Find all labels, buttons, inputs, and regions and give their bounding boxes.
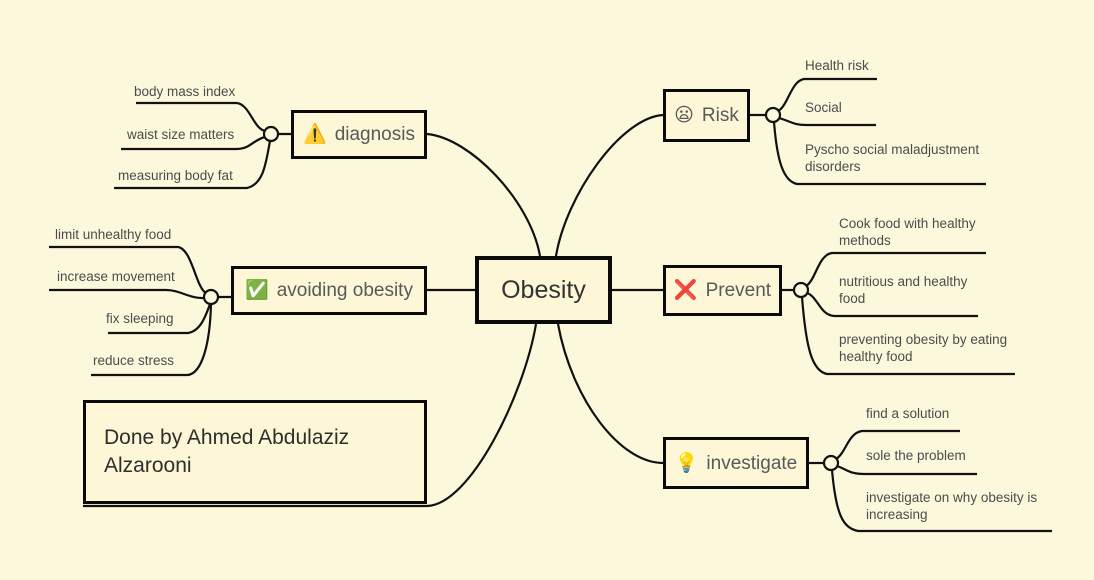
light-bulb-icon: 💡 <box>674 451 699 474</box>
joint-avoiding <box>202 288 220 306</box>
sublabel-investigate-0: find a solution <box>866 406 950 421</box>
edge-center-to-diagnosis <box>426 132 542 257</box>
central-node-label: Obesity <box>501 275 586 304</box>
sublabel-avoiding-1: increase movement <box>57 269 175 284</box>
branch-node-investigate[interactable]: 💡 investigate <box>663 437 809 489</box>
branch-node-prevent-label: Prevent <box>705 280 772 301</box>
sublabel-avoiding-3: reduce stress <box>93 353 175 368</box>
frowning-face-icon: 😦 <box>674 104 694 126</box>
warning-triangle-icon: ⚠️ <box>303 123 327 145</box>
branch-node-investigate-label: investigate <box>706 452 798 474</box>
cross-mark-icon: ❌ <box>673 279 698 301</box>
sublabel-risk-1: Social <box>805 100 842 115</box>
branch-node-diagnosis[interactable]: ⚠️ diagnosis <box>291 110 427 159</box>
branch-node-avoiding-obesity-label: avoiding obesity <box>276 280 413 301</box>
sublabel-prevent-0: Cook food with healthy methods <box>839 216 976 248</box>
branch-node-avoiding-obesity[interactable]: ✅ avoiding obesity <box>231 266 427 315</box>
sublabel-prevent-1: nutritious and healthy food <box>839 274 968 306</box>
sublabel-investigate-1: sole the problem <box>866 448 966 463</box>
edge-avoiding-child-1 <box>49 288 206 300</box>
branch-node-diagnosis-label: diagnosis <box>334 124 415 145</box>
joint-prevent <box>792 281 810 299</box>
edge-risk-child-1 <box>778 116 876 127</box>
sublabel-diagnosis-1: waist size matters <box>127 127 235 142</box>
sublabel-avoiding-0: limit unhealthy food <box>55 227 172 242</box>
sublabel-avoiding-2: fix sleeping <box>106 311 174 326</box>
sublabel-investigate-2: investigate on why obesity is increasing <box>866 490 1038 522</box>
sublabel-diagnosis-0: body mass index <box>134 84 236 99</box>
credit-note-box[interactable]: Done by Ahmed Abdulaziz Alzarooni <box>83 400 427 504</box>
branch-node-risk[interactable]: 😦 Risk <box>663 89 750 142</box>
credit-note-text: Done by Ahmed Abdulaziz Alzarooni <box>104 425 350 477</box>
branch-node-risk-label: Risk <box>701 105 739 126</box>
joint-diagnosis <box>262 125 280 143</box>
edge-center-to-risk <box>554 113 664 257</box>
sublabel-risk-0: Health risk <box>805 58 869 73</box>
sublabel-risk-2: Pyscho social maladjustment disorders <box>805 142 980 174</box>
white-check-mark-icon: ✅ <box>245 279 269 301</box>
sublabel-prevent-2: preventing obesity by eating healthy foo… <box>839 332 1008 364</box>
edge-center-to-investigate <box>556 323 664 465</box>
edge-investigate-child-1 <box>836 464 977 476</box>
branch-node-prevent[interactable]: ❌ Prevent <box>663 265 782 316</box>
joint-risk <box>764 106 782 124</box>
sublabel-diagnosis-2: measuring body fat <box>118 168 233 183</box>
central-node-obesity[interactable]: Obesity <box>475 256 612 324</box>
joint-investigate <box>822 454 840 472</box>
